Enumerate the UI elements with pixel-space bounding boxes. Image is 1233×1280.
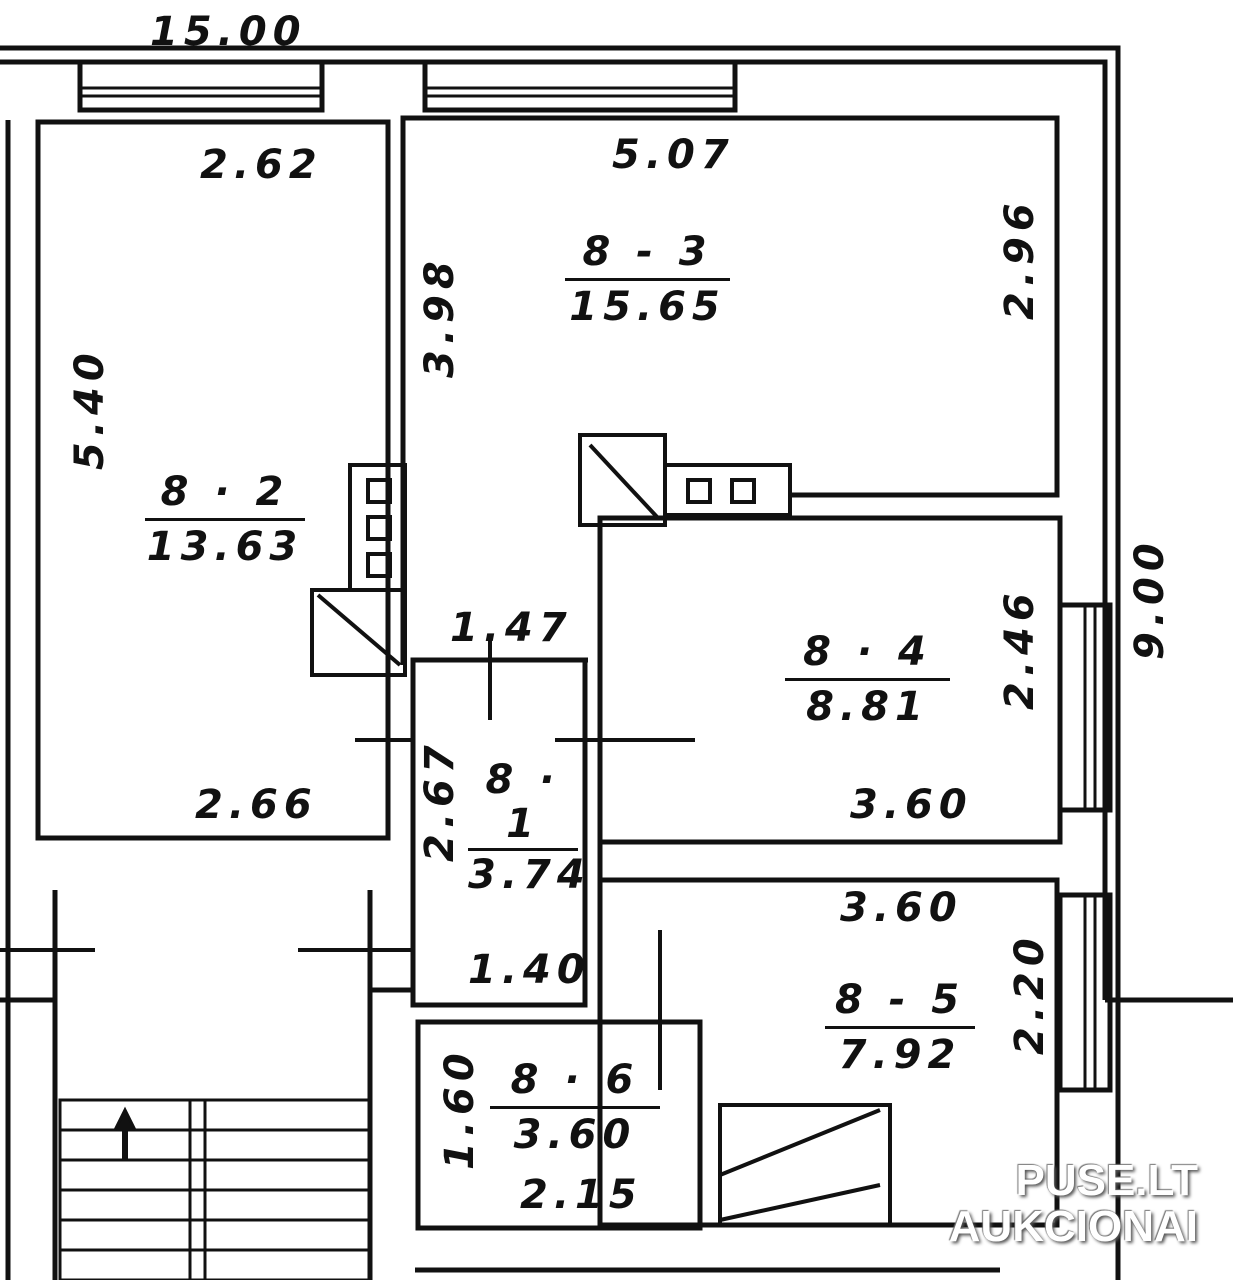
dim-label: 1.60 <box>437 1047 483 1170</box>
dim-label: 2.20 <box>1007 932 1053 1055</box>
dim-label: 2.46 <box>997 587 1043 710</box>
door-marks <box>0 640 695 1090</box>
staircase <box>58 1098 372 1280</box>
window-top-left <box>77 59 325 113</box>
dim-label: 2.62 <box>200 142 323 188</box>
watermark-line1: PUSE.LT <box>1015 1156 1198 1205</box>
overall-depth-label: 9.00 <box>1127 537 1173 660</box>
room-8-3 <box>400 115 1060 665</box>
hall <box>0 890 413 1280</box>
dim-label: 5.07 <box>612 132 735 178</box>
dim-label: 5.40 <box>67 347 113 470</box>
window-top-right <box>422 59 738 113</box>
dim-label: 2.96 <box>997 197 1043 320</box>
dim-label: 1.40 <box>468 947 591 993</box>
outer-wall <box>0 45 1233 1280</box>
dim-label: 2.66 <box>195 782 318 828</box>
dim-label: 3.60 <box>840 885 963 931</box>
staircase-right <box>718 1103 892 1227</box>
chimney-left <box>310 463 407 677</box>
dim-label: 2.67 <box>417 739 463 862</box>
dim-label: 2.15 <box>520 1172 643 1218</box>
watermark-line2: AUKCIONAI <box>948 1202 1198 1252</box>
dim-label: 3.98 <box>417 255 463 378</box>
window-right-2 <box>1057 892 1113 1093</box>
chimney-right <box>578 433 792 527</box>
room-8-6 <box>415 1019 703 1231</box>
dim-label: 1.47 <box>450 605 573 651</box>
dim-label: 3.60 <box>850 782 973 828</box>
overall-width-label: 15.00 <box>150 9 307 55</box>
